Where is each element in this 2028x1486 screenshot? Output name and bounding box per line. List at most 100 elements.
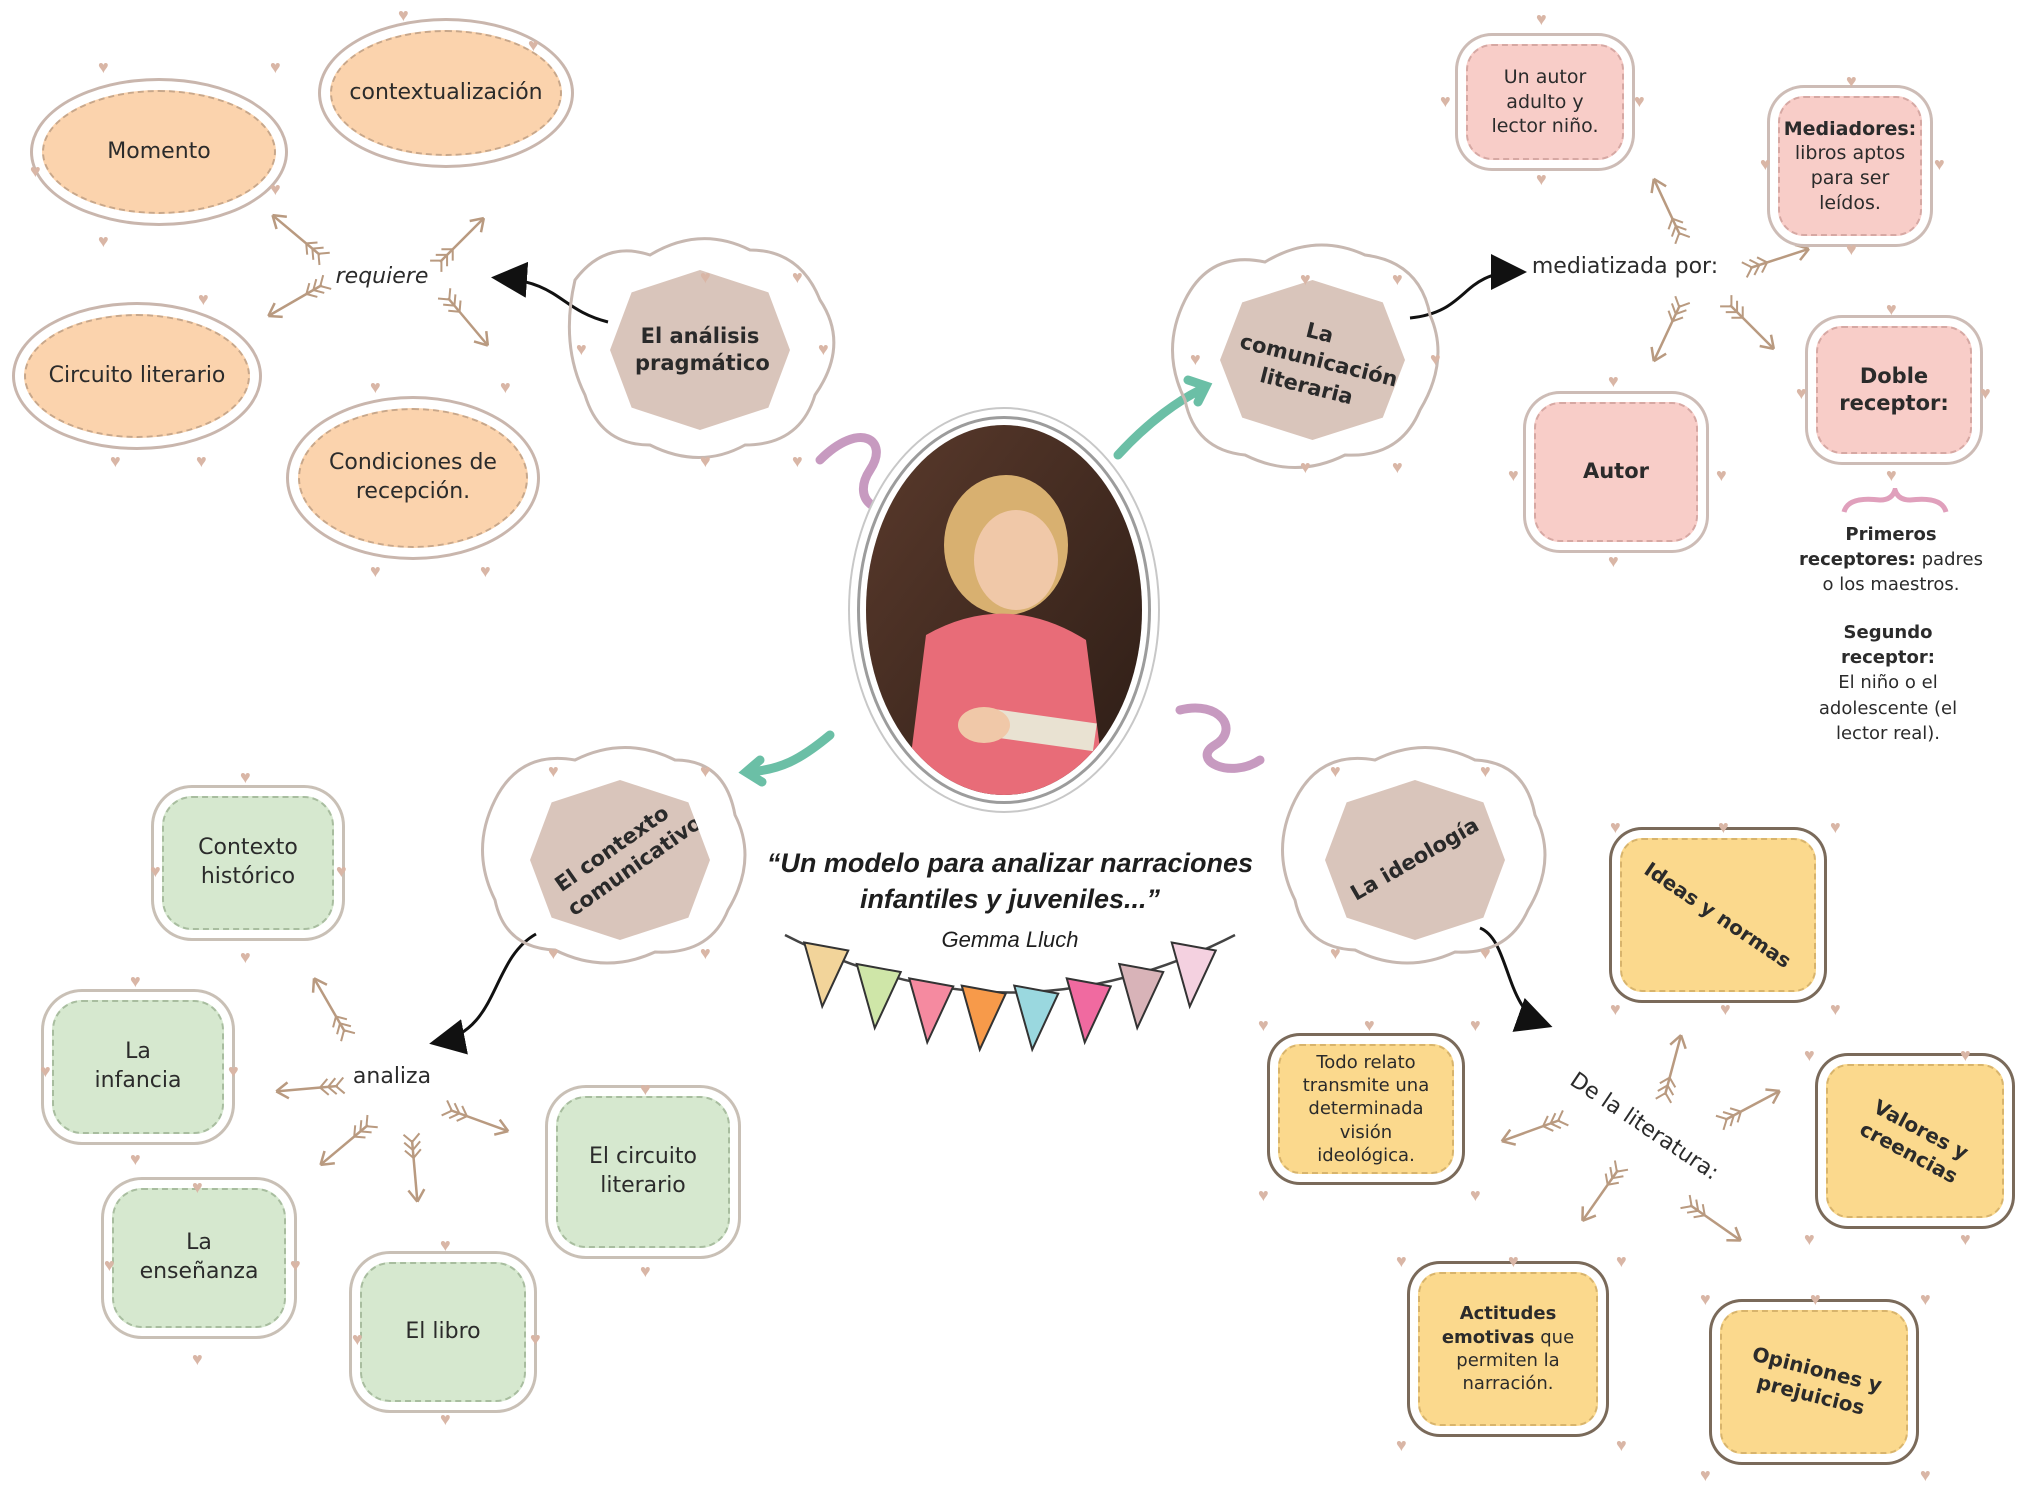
heart-icon: ♥	[98, 231, 109, 251]
node-el-libro: El libro	[360, 1262, 526, 1402]
heart-icon: ♥	[1470, 1015, 1481, 1035]
heart-icon: ♥	[528, 35, 539, 55]
node-condiciones-recepcion: Condiciones de recepción.	[298, 408, 528, 548]
heart-icon: ♥	[1536, 169, 1547, 189]
heart-icon: ♥	[480, 561, 491, 581]
hub-communicative-context: El contexto comunicativo	[530, 780, 710, 940]
heart-icon: ♥	[1258, 1015, 1269, 1035]
map-author: Gemma Lluch	[941, 927, 1079, 952]
heart-icon: ♥	[440, 1409, 451, 1429]
heart-icon: ♥	[1886, 465, 1897, 485]
bunting-string	[784, 933, 1236, 994]
arrow-ideology-literatura	[1479, 926, 1553, 1032]
heart-icon: ♥	[1300, 269, 1311, 289]
heart-icon: ♥	[1440, 91, 1451, 111]
bunting-flag	[802, 941, 850, 1010]
primeros-receptores-bold: Primeros receptores:	[1799, 524, 1937, 571]
opiniones-prejuicios-label: Opiniones y prejuicios	[1749, 1341, 1885, 1420]
heart-icon: ♥	[1720, 999, 1731, 1019]
heart-icon: ♥	[1760, 154, 1771, 174]
connector-analiza: analiza	[352, 1063, 432, 1089]
heart-icon: ♥	[1920, 1465, 1931, 1485]
node-valores-creencias: Valores y creencias	[1826, 1064, 2004, 1218]
heart-icon: ♥	[1804, 1229, 1815, 1249]
heart-icon: ♥	[98, 57, 109, 77]
hub-communication-label: La comunicación literaria	[1236, 317, 1400, 409]
mediadores-rest: libros aptos para ser leídos.	[1794, 142, 1906, 214]
feather-arrow	[274, 1076, 346, 1101]
heart-icon: ♥	[1430, 349, 1441, 369]
connector-de-la-literatura: De la literatura:	[1554, 1067, 1734, 1185]
brace-icon	[1841, 488, 1949, 513]
heart-icon: ♥	[130, 971, 141, 991]
bunting-flag	[1012, 984, 1060, 1053]
map-title: “Un modelo para analizar narraciones inf…	[766, 848, 1254, 915]
heart-icon: ♥	[1846, 239, 1857, 259]
heart-icon: ♥	[700, 943, 711, 963]
arrow-context-analiza	[429, 932, 537, 1055]
node-mediadores: Mediadores:libros aptos para ser leídos.	[1778, 96, 1922, 236]
heart-icon: ♥	[40, 1061, 51, 1081]
arrow-pragmatic-requiere	[491, 261, 609, 324]
heart-icon: ♥	[1392, 457, 1403, 477]
heart-icon: ♥	[1810, 1289, 1821, 1309]
heart-icon: ♥	[1718, 817, 1729, 837]
heart-icon: ♥	[1364, 1015, 1375, 1035]
feather-arrow	[1645, 294, 1692, 366]
heart-icon: ♥	[336, 861, 347, 881]
heart-icon: ♥	[1830, 817, 1841, 837]
heart-icon: ♥	[270, 57, 281, 77]
hub-context-label: El contexto comunicativo	[550, 800, 707, 921]
hub-frame-communication	[1171, 243, 1440, 469]
feather-arrow	[266, 207, 331, 267]
heart-icon: ♥	[290, 1255, 301, 1275]
heart-icon: ♥	[1392, 269, 1403, 289]
heart-icon: ♥	[370, 377, 381, 397]
heart-icon: ♥	[270, 179, 281, 199]
heart-icon: ♥	[1300, 457, 1311, 477]
bunting-flag	[1065, 977, 1113, 1046]
heart-icon: ♥	[700, 451, 711, 471]
ideas-normas-label: Ideas y normas	[1640, 857, 1796, 973]
heart-icon: ♥	[192, 1177, 203, 1197]
heart-icon: ♥	[1610, 817, 1621, 837]
swirl-arrow-lilac-2	[1175, 703, 1265, 773]
heart-icon: ♥	[370, 561, 381, 581]
hub-literary-communication: La comunicación literaria	[1220, 280, 1405, 440]
node-la-infancia: La infancia	[52, 1000, 224, 1134]
heart-icon: ♥	[1480, 943, 1491, 963]
heart-icon: ♥	[240, 767, 251, 787]
heart-icon: ♥	[150, 861, 161, 881]
child-reading-image	[866, 425, 1142, 795]
node-opiniones-prejuicios: Opiniones y prejuicios	[1720, 1310, 1908, 1454]
heart-icon: ♥	[1980, 383, 1991, 403]
actitudes-bold: Actitudes emotivas	[1441, 1303, 1557, 1348]
heart-icon: ♥	[1830, 999, 1841, 1019]
swirl-arrow-lilac	[815, 433, 905, 513]
bunting-flag	[1117, 962, 1165, 1031]
heart-icon: ♥	[576, 339, 587, 359]
heart-icon: ♥	[1190, 349, 1201, 369]
heart-icon: ♥	[352, 1329, 363, 1349]
heart-icon: ♥	[130, 1149, 141, 1169]
heart-icon: ♥	[548, 761, 559, 781]
heart-icon: ♥	[1330, 761, 1341, 781]
heart-icon: ♥	[1796, 383, 1807, 403]
feather-arrow	[1740, 239, 1813, 279]
valores-creencias-label: Valores y creencias	[1855, 1094, 1973, 1189]
heart-icon: ♥	[792, 451, 803, 471]
hub-pragmatic-label: El análisis pragmático	[635, 323, 770, 375]
node-momento: Momento	[42, 90, 276, 214]
feather-arrow	[1654, 1031, 1691, 1105]
heart-icon: ♥	[1508, 1251, 1519, 1271]
node-actitudes-emotivas: Actitudes emotivas que permiten la narra…	[1418, 1272, 1598, 1426]
feather-arrow	[436, 287, 496, 352]
heart-icon: ♥	[1470, 1185, 1481, 1205]
heart-icon: ♥	[1480, 761, 1491, 781]
hub-ideology: La ideología	[1325, 780, 1505, 940]
node-todo-relato: Todo relato transmite una determinada vi…	[1278, 1044, 1454, 1174]
bunting-flag	[855, 962, 903, 1031]
arrow-communication-mediatizada	[1409, 254, 1527, 320]
node-doble-receptor: Doble receptor:	[1816, 326, 1972, 454]
